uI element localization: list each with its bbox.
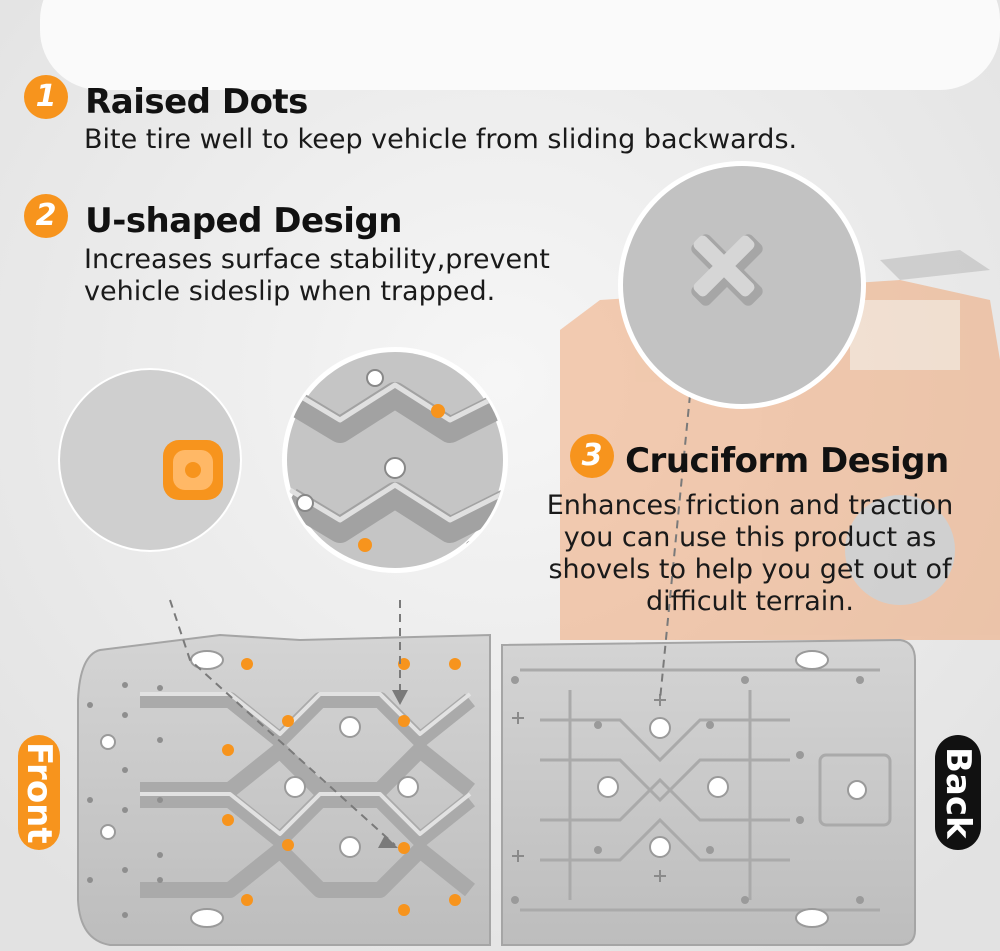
feature-description-line: you can use this product as <box>563 522 937 553</box>
feature-cruciform-design: 3 Cruciform Design <box>570 434 949 481</box>
back-board <box>501 638 916 946</box>
feature-title: U-shaped Design <box>85 200 402 241</box>
front-label: Front <box>18 735 60 850</box>
feature-description: Increases surface stability,prevent vehi… <box>84 244 550 308</box>
front-board <box>77 633 491 946</box>
feature-number-badge: 2 <box>24 194 68 238</box>
feature-description-line: Increases surface stability,prevent <box>84 244 550 275</box>
top-banner <box>40 0 1000 90</box>
feature-description-line: shovels to help you get out of <box>548 554 952 585</box>
feature-description: Enhances friction and traction you can u… <box>530 490 970 618</box>
back-label: Back <box>935 735 981 850</box>
feature-title: Raised Dots <box>85 81 308 122</box>
feature-description-line: vehicle sideslip when trapped. <box>84 276 496 307</box>
feature-description: Bite tire well to keep vehicle from slid… <box>84 124 798 155</box>
zoom-raised-dot <box>58 368 242 552</box>
feature-number-badge: 3 <box>570 434 614 478</box>
feature-raised-dots: 1 Raised Dots <box>24 75 308 122</box>
feature-number-badge: 1 <box>24 75 68 119</box>
feature-description-line: difficult terrain. <box>645 586 855 617</box>
feature-u-shaped-design: 2 U-shaped Design <box>24 194 402 241</box>
feature-title: Cruciform Design <box>625 440 949 481</box>
zoom-cruciform <box>618 161 866 409</box>
feature-description-line: Enhances friction and traction <box>546 490 954 521</box>
zoom-u-shaped <box>282 347 508 573</box>
